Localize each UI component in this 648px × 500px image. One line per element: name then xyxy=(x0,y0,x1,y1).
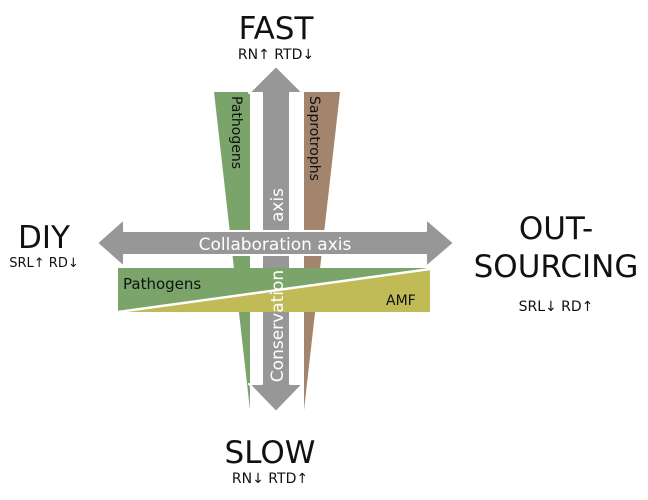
saprotrophs-label: Saprotrophs xyxy=(306,96,322,181)
collaboration-axis-label: Collaboration axis xyxy=(199,235,352,255)
diy-subtitle: SRL↑ RD↓ xyxy=(9,256,79,271)
slow-pole: SLOW RN↓ RTD↑ xyxy=(210,436,330,488)
outsourcing-subtitle: SRL↓ RD↑ xyxy=(518,299,594,315)
slow-subtitle: RN↓ RTD↑ xyxy=(231,471,309,487)
outsourcing-title-line2: SOURCING xyxy=(473,249,639,285)
slow-title: SLOW xyxy=(224,435,316,471)
diy-pole: DIY SRL↑ RD↓ xyxy=(0,221,88,273)
pathogens-horizontal-label: Pathogens xyxy=(123,275,201,293)
collaboration-axis-arrow xyxy=(96,218,455,268)
outsourcing-title-line1: OUT- xyxy=(518,211,594,247)
amf-label: AMF xyxy=(386,293,416,309)
wedge-divider xyxy=(117,267,431,314)
fast-pole: FAST RN↑ RTD↓ xyxy=(226,12,326,64)
outsourcing-pole: OUT- SOURCING SRL↓ RD↑ xyxy=(466,212,646,316)
conservation-axis-label-end: axis xyxy=(268,188,288,222)
diy-title: DIY xyxy=(18,220,70,256)
fast-subtitle: RN↑ RTD↓ xyxy=(237,47,315,63)
conservation-axis-label: Conservation xyxy=(268,270,288,382)
fast-title: FAST xyxy=(238,11,314,47)
pathogens-vertical-label: Pathogens xyxy=(228,96,244,169)
